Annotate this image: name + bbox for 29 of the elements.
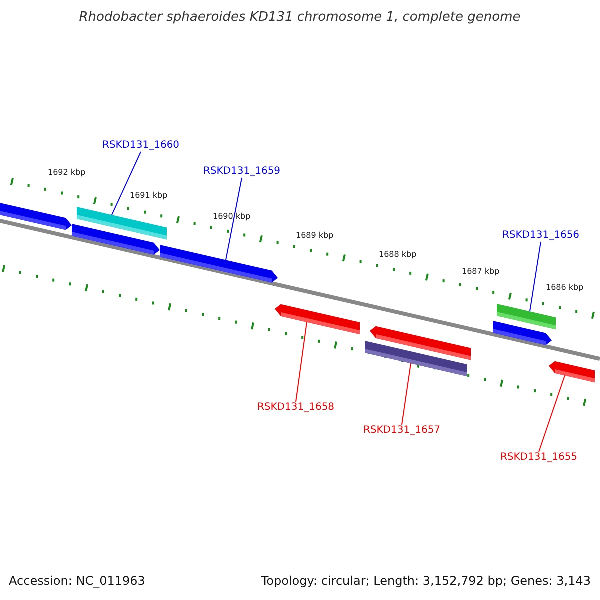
gene-label: RSKD131_1657 [363,425,441,437]
gene-label: RSKD131_1660 [102,140,180,152]
accession-text: Accession: NC_011963 [9,574,146,588]
leader-line [296,322,308,402]
scale-label: 1687 kbp [462,267,500,277]
gene-label: RSKD131_1656 [502,230,580,242]
gene-block [72,224,160,255]
leader-line [112,152,142,216]
title: Rhodobacter sphaeroides KD131 chromosome 1, complete genome [79,10,521,26]
scale-label: 1688 kbp [379,250,417,260]
gene-block [549,361,595,383]
scale-label: 1690 kbp [213,212,251,222]
scale-label: 1689 kbp [296,231,334,241]
gene-label: RSKD131_1659 [203,166,281,178]
gene-block [160,245,278,283]
gene-block [370,326,471,360]
gene-block [493,321,552,346]
gene-block [0,203,72,230]
genome-info-text: Topology: circular; Length: 3,152,792 bp; Genes: 3,143 [261,574,591,588]
scale-label: 1692 kbp [48,168,86,178]
leader-line [530,242,542,312]
leader-line [402,363,412,426]
gene-label: RSKD131_1658 [257,402,335,414]
scale-label: 1691 kbp [130,191,168,201]
scale-label: 1686 kbp [546,283,584,293]
leader-line [226,178,242,261]
gene-label: RSKD131_1655 [500,452,578,464]
leader-line [538,375,566,452]
gene-block [275,304,360,335]
